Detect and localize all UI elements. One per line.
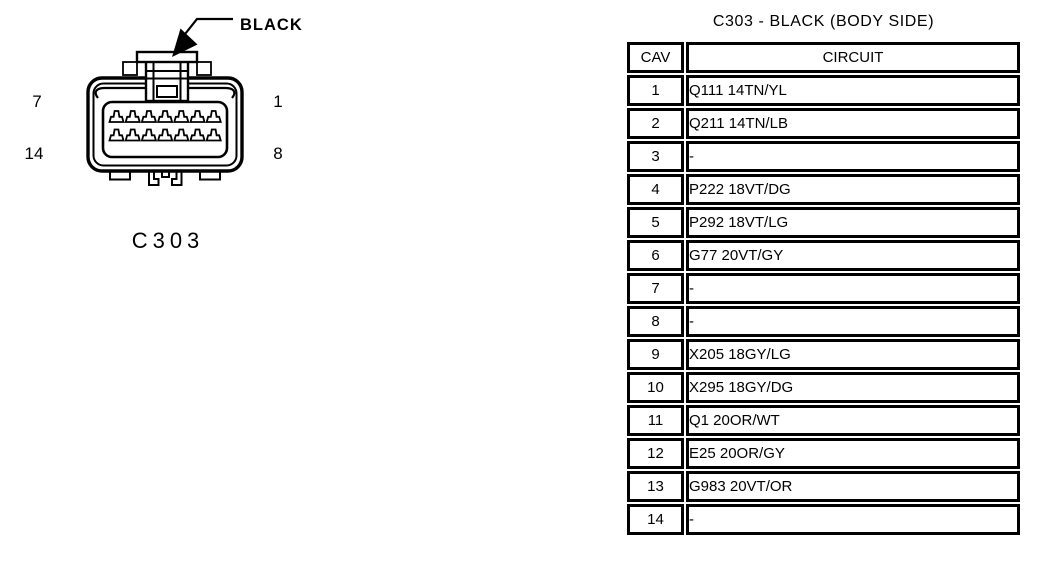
cav-cell: 1 xyxy=(627,75,684,106)
circuit-cell: - xyxy=(686,273,1020,304)
table-row: 7- xyxy=(627,273,1020,304)
terminal-pins xyxy=(108,110,222,142)
color-callout-label: BLACK xyxy=(240,16,303,34)
latch xyxy=(122,50,212,103)
circuit-cell: G983 20VT/OR xyxy=(686,471,1020,502)
table-row: 8- xyxy=(627,306,1020,337)
circuit-cell: P292 18VT/LG xyxy=(686,207,1020,238)
circuit-cell: - xyxy=(686,306,1020,337)
circuit-cell: Q1 20OR/WT xyxy=(686,405,1020,436)
cav-cell: 5 xyxy=(627,207,684,238)
cav-cell: 7 xyxy=(627,273,684,304)
pin-label-bottom-left: 14 xyxy=(25,144,44,163)
cav-cell: 3 xyxy=(627,141,684,172)
cav-cell: 4 xyxy=(627,174,684,205)
cav-cell: 10 xyxy=(627,372,684,403)
circuit-column-header: CIRCUIT xyxy=(686,42,1020,73)
arrowhead-icon xyxy=(172,28,198,57)
cav-cell: 13 xyxy=(627,471,684,502)
pin-label-bottom-right: 8 xyxy=(273,144,282,163)
circuit-cell: Q211 14TN/LB xyxy=(686,108,1020,139)
circuit-cell: E25 20OR/GY xyxy=(686,438,1020,469)
leader-line xyxy=(184,17,233,35)
cav-cell: 11 xyxy=(627,405,684,436)
circuit-cell: - xyxy=(686,504,1020,535)
connector-name-label: C303 xyxy=(132,228,205,253)
circuit-cell: G77 20VT/GY xyxy=(686,240,1020,271)
cav-cell: 9 xyxy=(627,339,684,370)
bottom-tabs xyxy=(109,170,221,186)
connector-face-diagram: BLACK 7 14 1 8 C303 xyxy=(25,16,303,253)
table-row: 14- xyxy=(627,504,1020,535)
circuit-cell: - xyxy=(686,141,1020,172)
cav-column-header: CAV xyxy=(627,42,684,73)
cav-cell: 6 xyxy=(627,240,684,271)
color-callout: BLACK xyxy=(172,16,303,57)
cav-cell: 12 xyxy=(627,438,684,469)
table-row: 3- xyxy=(627,141,1020,172)
table-title: C303 - BLACK (BODY SIDE) xyxy=(712,13,935,30)
circuit-cell: X205 18GY/LG xyxy=(686,339,1020,370)
circuit-cell: X295 18GY/DG xyxy=(686,372,1020,403)
circuit-cell: P222 18VT/DG xyxy=(686,174,1020,205)
table-header-row: CAV CIRCUIT xyxy=(627,42,1020,73)
cav-cell: 8 xyxy=(627,306,684,337)
cav-cell: 14 xyxy=(627,504,684,535)
cav-cell: 2 xyxy=(627,108,684,139)
pin-label-top-right: 1 xyxy=(273,92,282,111)
circuit-cell: Q111 14TN/YL xyxy=(686,75,1020,106)
pin-label-top-left: 7 xyxy=(32,92,41,111)
